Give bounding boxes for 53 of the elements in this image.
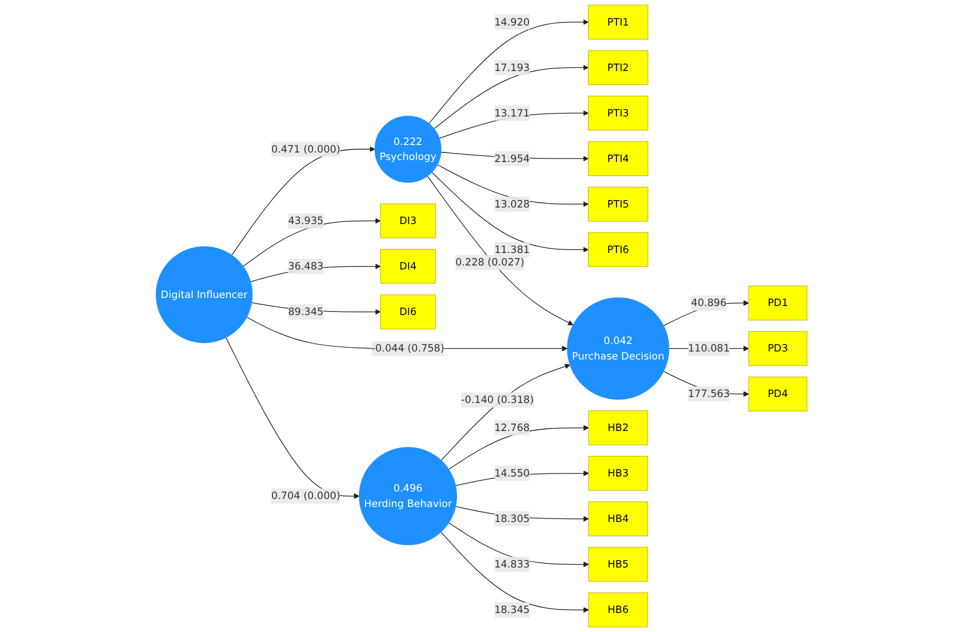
- edge-label: 13.028: [494, 198, 530, 210]
- node-box: PD1: [748, 286, 808, 320]
- edge-label: 43.935: [288, 214, 324, 227]
- node-box: DI6: [380, 294, 436, 330]
- node-box: PTI1: [588, 4, 648, 40]
- node-box: PD4: [748, 376, 808, 412]
- arrow: [434, 64, 589, 130]
- arrow: [426, 176, 574, 326]
- node-box: PTI2: [588, 50, 648, 86]
- edge-label: 12.768: [494, 422, 530, 434]
- arrow: [448, 425, 589, 470]
- node-circle: 0.222 Psychology: [374, 116, 442, 183]
- arrow: [231, 146, 376, 256]
- node-box: DI4: [380, 248, 436, 284]
- edge-label: 89.345: [288, 306, 324, 318]
- edge-label: 13.171: [494, 106, 530, 119]
- arrow: [440, 364, 570, 461]
- edge-label: 177.563: [688, 388, 730, 400]
- arrow: [428, 19, 589, 124]
- edge-label: 0.228 (0.027): [455, 256, 524, 268]
- arrow: [242, 218, 381, 267]
- edge-label: 0.471 (0.000): [271, 142, 340, 155]
- node-box: HB3: [588, 456, 648, 491]
- node-circle: 0.496 Herding Behavior: [358, 447, 457, 546]
- node-box: HB2: [588, 410, 648, 446]
- edge-label: -0.140 (0.318): [461, 394, 534, 406]
- edge-label: 21.954: [494, 152, 530, 164]
- node-box: HB4: [588, 501, 648, 536]
- node-box: HB5: [588, 546, 648, 582]
- node-circle: 0.042 Purchase Decision: [566, 297, 670, 400]
- edge-label: 0.704 (0.000): [271, 490, 340, 502]
- node-box: PTI6: [588, 232, 648, 268]
- arrow: [431, 172, 589, 252]
- node-box: PTI3: [588, 96, 648, 131]
- edge-label: 11.381: [494, 243, 530, 256]
- node-box: DI3: [380, 203, 436, 238]
- node-box: HB6: [588, 592, 648, 628]
- node-box: PTI5: [588, 186, 648, 222]
- edge-label: 40.896: [691, 296, 727, 309]
- edge-label: 14.920: [494, 16, 530, 28]
- edge-label: 110.081: [688, 342, 730, 354]
- node-box: PTI4: [588, 141, 648, 176]
- arrow: [225, 337, 360, 499]
- arrow: [440, 532, 589, 613]
- edge-label: 17.193: [494, 61, 530, 74]
- edge-label: 14.833: [494, 558, 530, 570]
- edge-label: 18.305: [494, 512, 530, 525]
- edge-label: 14.550: [494, 467, 530, 480]
- node-circle: Digital Influencer: [156, 246, 253, 344]
- edge-label: -0.044 (0.758): [372, 342, 444, 354]
- node-box: PD3: [748, 331, 808, 366]
- edge-label: 18.345: [494, 604, 530, 616]
- edge-label: 36.483: [288, 260, 324, 272]
